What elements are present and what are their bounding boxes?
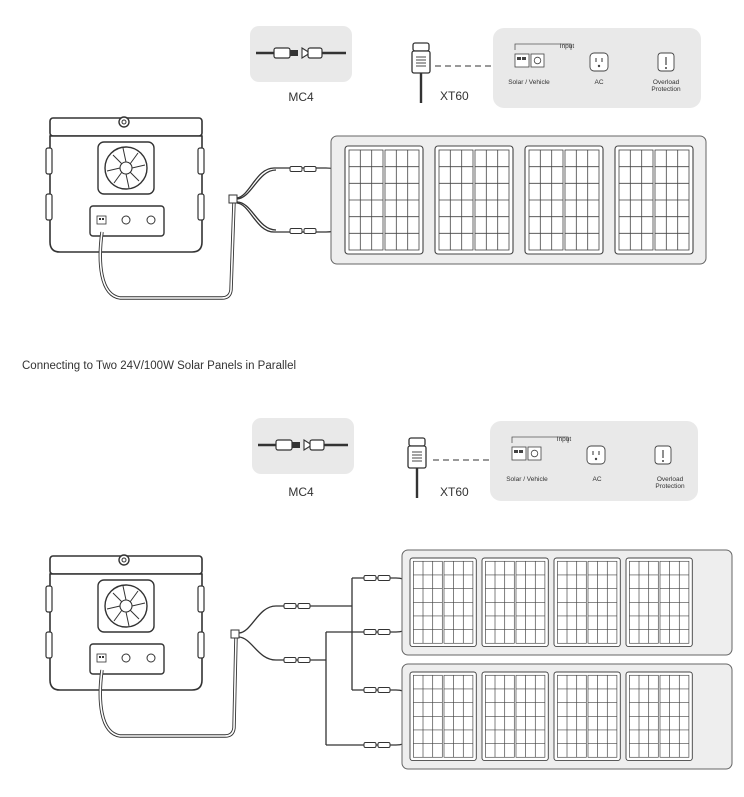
- xt60-plug-icon-2: [406, 436, 428, 500]
- solar-panel-icon-upper: [402, 550, 732, 655]
- input-label: Input: [560, 43, 575, 50]
- overload-label-line1: Overload: [653, 79, 680, 86]
- xt60-label: XT60: [440, 89, 469, 103]
- solar-panel-icon-lower: [402, 664, 732, 769]
- xt60-plug-icon: [410, 41, 432, 105]
- power-station-icon-2: [45, 554, 205, 691]
- power-station-icon: [45, 116, 205, 253]
- port-panel-2: Input Solar / Vehicle AC Overload Protec…: [489, 420, 699, 502]
- xt60-label-2: XT60: [440, 485, 469, 499]
- solar-vehicle-label-2: Solar / Vehicle: [506, 476, 548, 483]
- port-panel: Input Solar / Vehicle AC Overload Protec…: [492, 27, 702, 109]
- solar-panel-icon: [331, 136, 706, 264]
- mc4-label-2: MC4: [288, 485, 314, 499]
- ac-label: AC: [594, 79, 603, 86]
- mc4-connector-icon: [248, 24, 354, 84]
- overload-label-2-line1: Overload: [657, 476, 684, 483]
- solar-vehicle-label: Solar / Vehicle: [508, 79, 550, 86]
- overload-label-2-line2: Protection: [655, 483, 685, 490]
- mc4-connector-icon-2: [250, 416, 356, 476]
- diagram-caption: Connecting to Two 24V/100W Solar Panels …: [22, 360, 297, 372]
- mc4-label: MC4: [288, 90, 314, 104]
- overload-label-line2: Protection: [651, 86, 681, 93]
- ac-label-2: AC: [592, 476, 601, 483]
- input-label-2: Input: [557, 436, 572, 443]
